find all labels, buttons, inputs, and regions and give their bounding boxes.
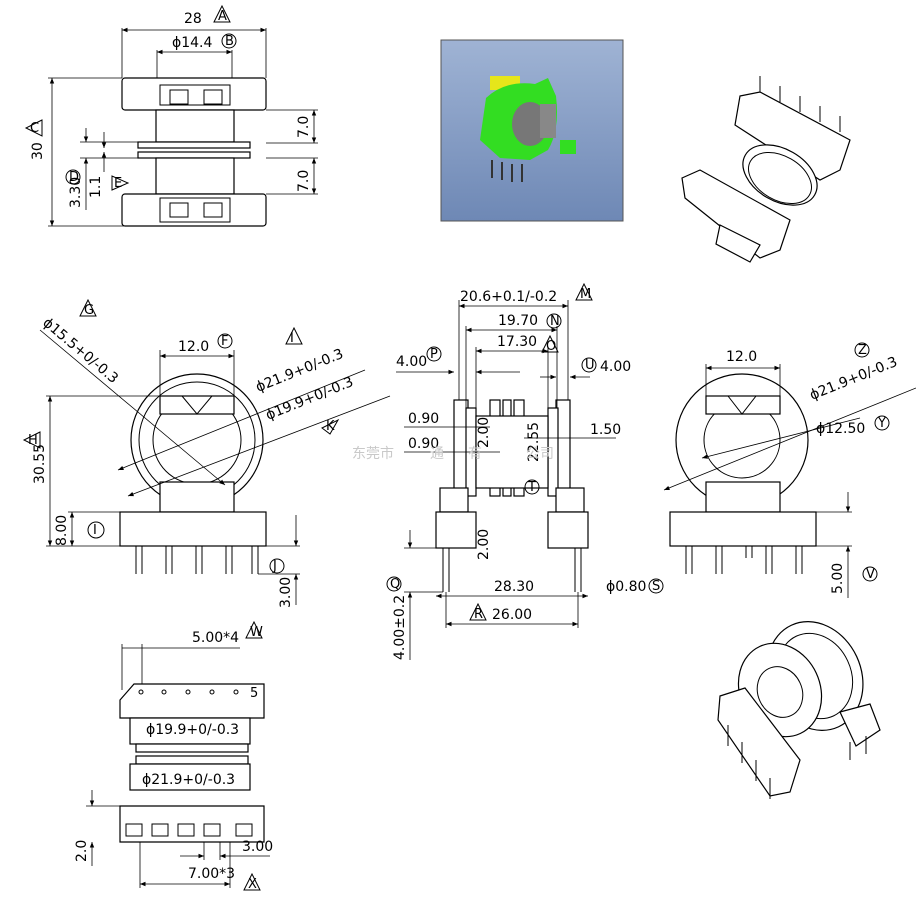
watermark-1: 东莞市 (352, 445, 394, 462)
tag-y: Y (877, 416, 886, 431)
tag-t: T (527, 480, 536, 495)
dim-17-30: 17.30 (497, 334, 537, 350)
dim-2-0: 2.0 (74, 840, 90, 862)
tag-b: B (225, 34, 234, 49)
bottom-view: 5.00*4 W 5 ϕ19.9+0/-0.3 ϕ21.9+0/-0.3 2.0… (74, 620, 273, 892)
dim-diameter-19-9-bottom: ϕ19.9+0/-0.3 (146, 722, 239, 738)
watermark-3: 有 (468, 446, 482, 462)
dim-diameter-21-9-bottom: ϕ21.9+0/-0.3 (142, 772, 235, 788)
dim-5-00: 5.00 (830, 563, 846, 594)
dim-26-00: 26.00 (492, 607, 532, 623)
dim-pitch-5x4: 5.00*4 (192, 630, 239, 646)
right-view: 12.0 ϕ21.9+0/-0.3 Z ϕ12.50 Y 5.00 V (663, 342, 916, 598)
dim-height-7-upper: 7.0 (296, 116, 312, 138)
tag-s: S (652, 579, 660, 594)
dim-1-50: 1.50 (590, 422, 621, 438)
dim-2-00-lower: 2.00 (476, 529, 492, 560)
side-view: 20.6+0.1/-0.2 M 19.70 N 17.30 O 4.00 P 4… (352, 282, 664, 660)
tag-u: U (585, 358, 595, 373)
tag-c: C (30, 121, 39, 136)
watermark-2: 通 (430, 446, 444, 462)
dim-3-00-bottom: 3.00 (242, 839, 273, 855)
tag-j: J (272, 559, 277, 574)
dim-4-00-left: 4.00 (396, 354, 427, 370)
tag-o: O (546, 339, 556, 354)
dim-height-30-55: 30.55 (32, 444, 48, 484)
dim-width-12: 12.0 (178, 339, 209, 355)
dim-pitch-7x3: 7.00*3 (188, 866, 235, 882)
tag-m: M (580, 287, 591, 302)
green-part-tab (560, 140, 576, 154)
dim-diameter-14-4: ϕ14.4 (172, 35, 213, 51)
dim-19-70: 19.70 (498, 313, 538, 329)
dim-height-30: 30 (30, 142, 46, 160)
dim-height-7-lower: 7.0 (296, 170, 312, 192)
tag-f: F (221, 334, 228, 349)
tag-e: E (114, 176, 122, 191)
dim-2-00-upper: 2.00 (476, 417, 492, 448)
dim-28-30: 28.30 (494, 579, 534, 595)
tag-v: V (866, 567, 875, 582)
tag-d: D (69, 170, 79, 185)
dim-width-28: 28 (184, 11, 202, 27)
dim-20-6: 20.6+0.1/-0.2 (460, 289, 557, 305)
tag-z: Z (858, 343, 867, 358)
top-view: 28 A ϕ14.4 B 30 C 7.0 (24, 4, 318, 227)
front-view: 12.0 F ϕ15.5+0/-0.3 G ϕ21.9+0/-0.3 I ϕ19… (22, 298, 391, 608)
render-image (440, 39, 624, 222)
dim-0-90-a: 0.90 (408, 411, 439, 427)
tag-a: A (218, 9, 227, 24)
dim-1-1: 1.1 (88, 176, 104, 198)
tag-n: N (550, 314, 560, 329)
tag-i1: I (290, 331, 294, 346)
dim-22-55: 22.55 (526, 422, 542, 462)
dim-3-00: 3.00 (278, 577, 294, 608)
dim-diameter-12-50: ϕ12.50 (816, 421, 865, 437)
tag-x: X (248, 877, 257, 892)
dim-3-30: 3.30 (68, 177, 84, 208)
tag-h: H (28, 433, 38, 448)
tag-k: K (326, 419, 335, 434)
tag-r: R (474, 607, 483, 622)
pin-number-5: 5 (250, 686, 258, 701)
dim-width-12-right: 12.0 (726, 349, 757, 365)
green-bobbin-render (480, 76, 576, 182)
dim-4-00-right: 4.00 (600, 359, 631, 375)
tag-w: W (250, 625, 263, 640)
watermark-4: 公司 (526, 446, 554, 462)
dim-diameter-21-9-right: ϕ21.9+0/-0.3 (808, 354, 900, 404)
dim-pin-0-80: ϕ0.80 (606, 579, 646, 595)
dim-4-00-tol: 4.00±0.2 (392, 595, 408, 660)
tag-p: P (430, 347, 438, 362)
tag-i: I (93, 523, 97, 538)
tag-q: Q (390, 577, 400, 592)
dim-0-90-b: 0.90 (408, 436, 439, 452)
isometric-view-top (681, 76, 851, 263)
tag-g: G (84, 303, 94, 318)
dim-diameter-15-5: ϕ15.5+0/-0.3 (39, 315, 121, 387)
dim-height-8: 8.00 (54, 515, 70, 546)
isometric-view-bottom (717, 621, 881, 799)
